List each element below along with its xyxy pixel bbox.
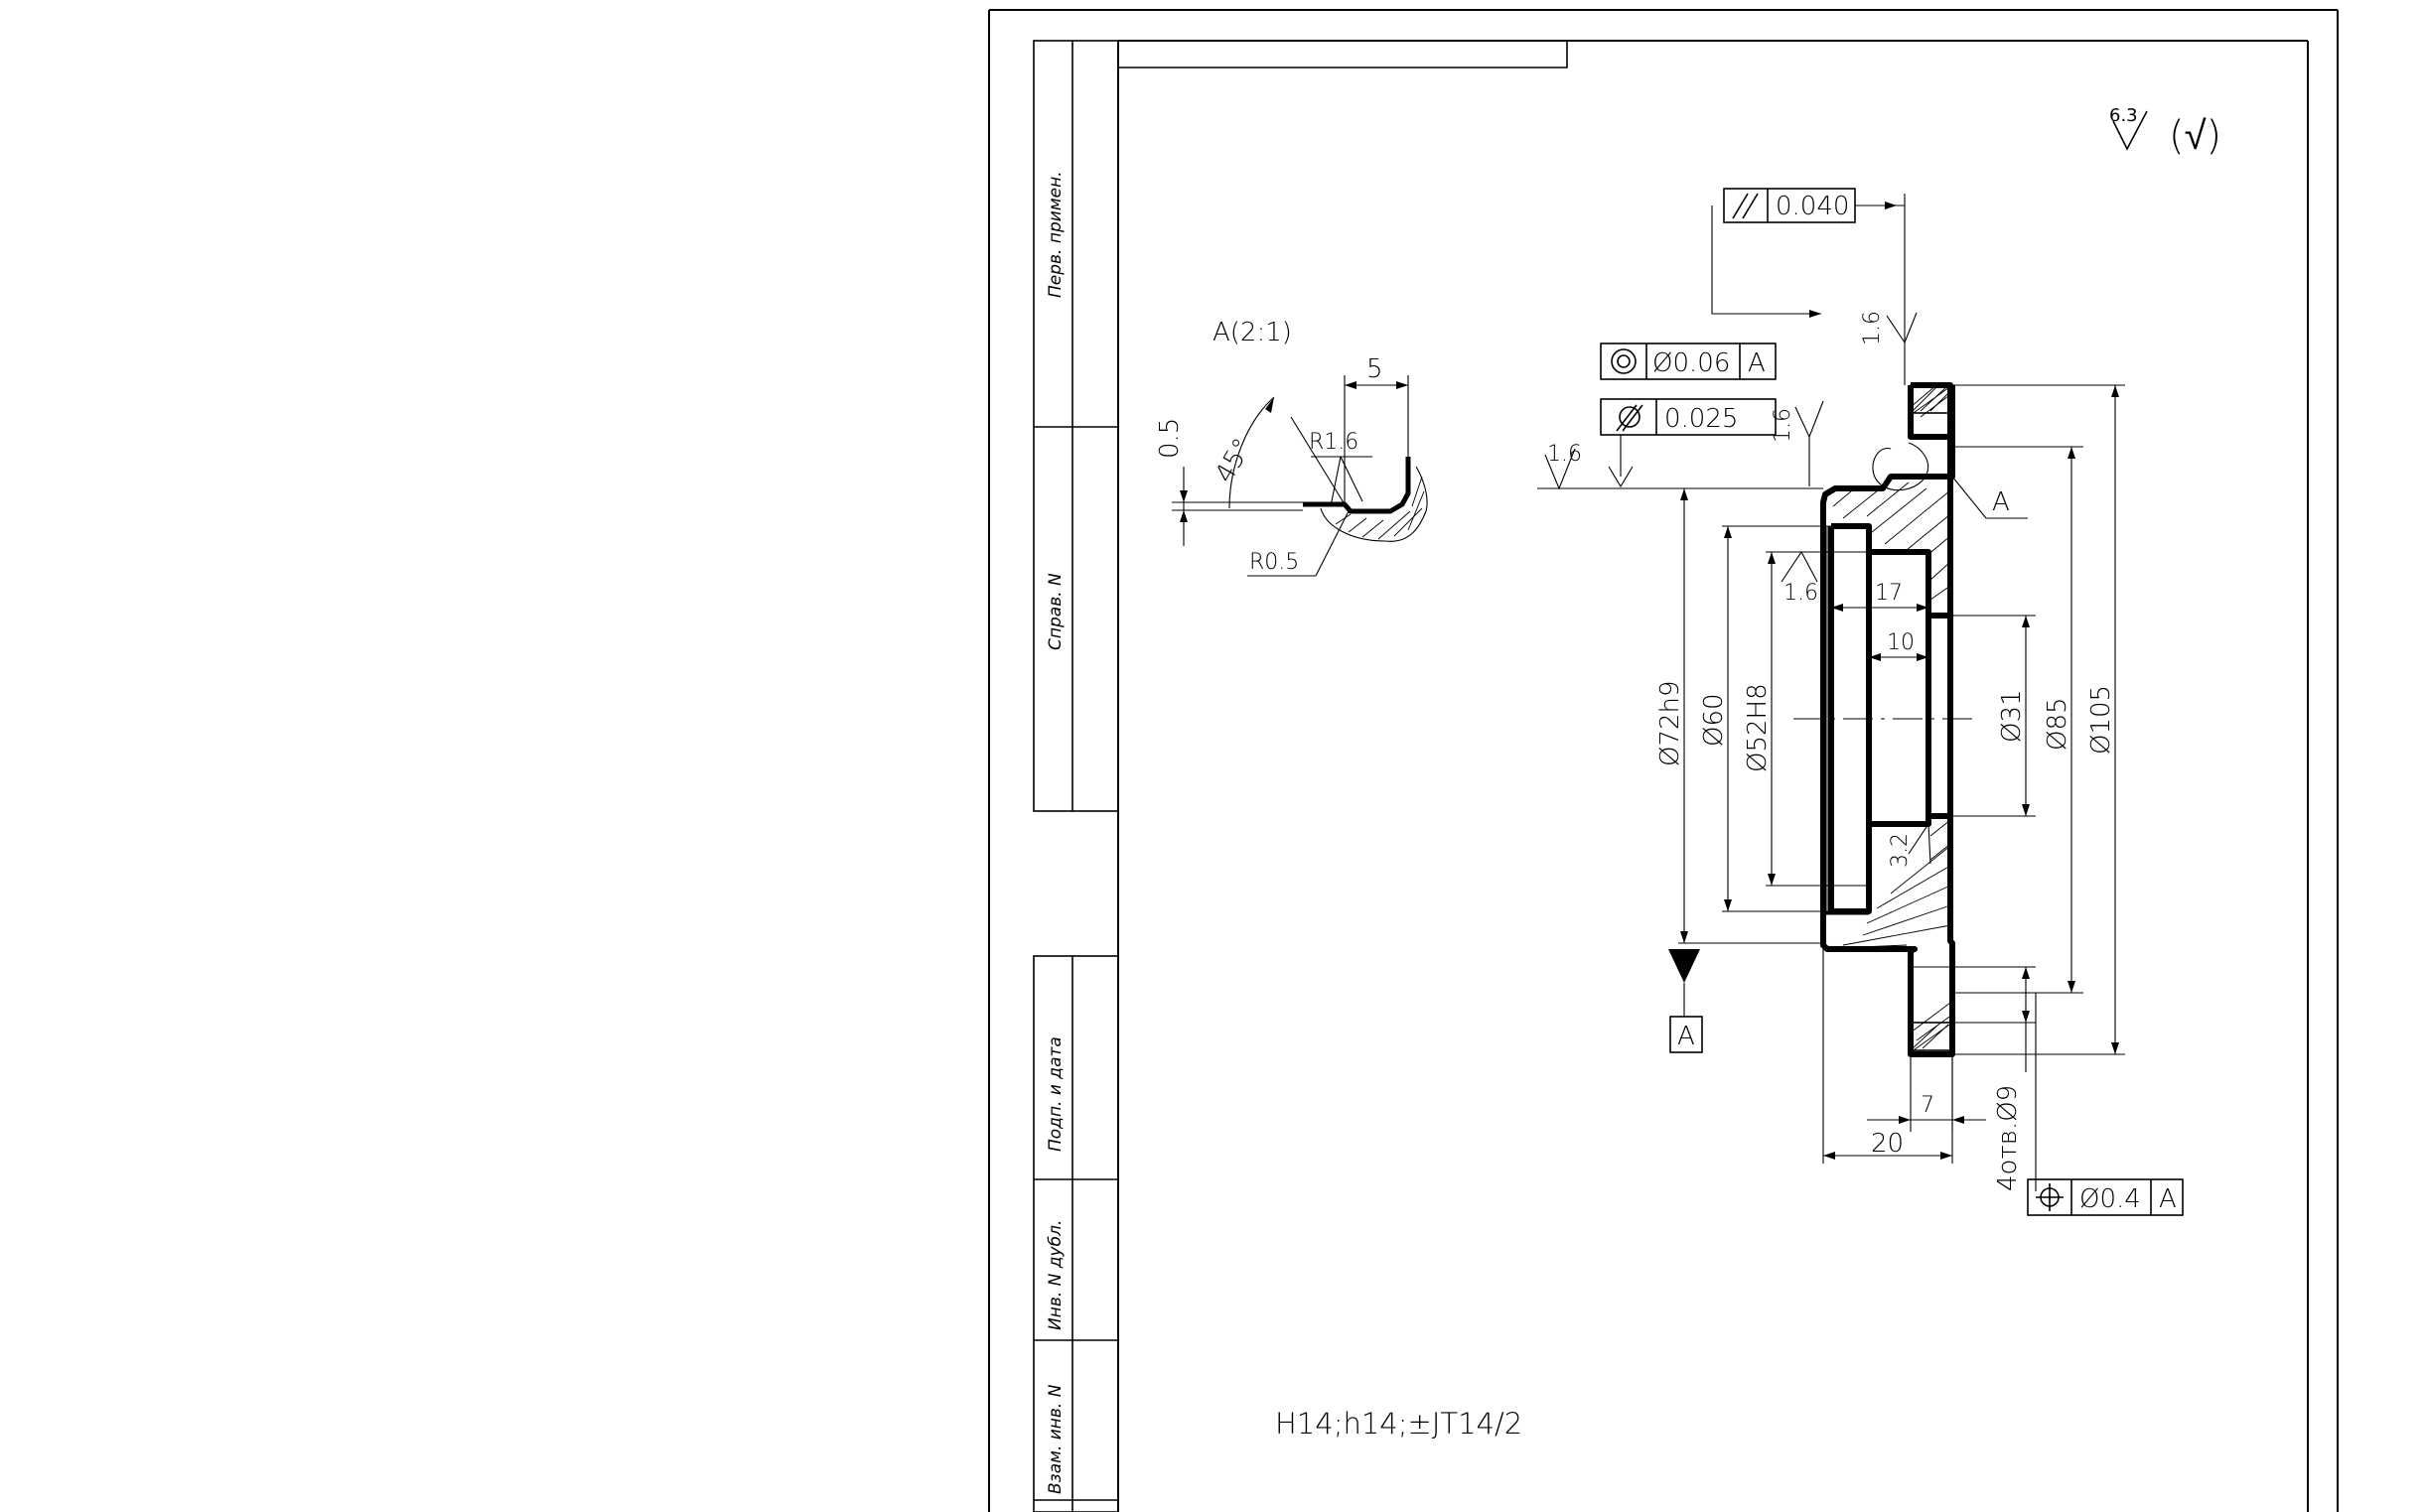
dim-d72h9: Ø72h9 [1655, 680, 1685, 766]
roughness-marks: 1.6 1.6 1.6 1.6 3.2 [1537, 311, 1931, 868]
parallelism-tolerance-frame: 0.040 [1711, 188, 1906, 343]
cylindricity-value: 0.025 [1664, 404, 1738, 434]
roughness-2: 1.6 [1547, 442, 1582, 467]
detail-dim-5: 5 [1366, 354, 1383, 384]
stamp-podp-i-data: Подп. и дата [1046, 1036, 1066, 1152]
cylindricity-tolerance-frame: 0.025 [1600, 398, 1777, 488]
tolerance-note: H14;h14;±JT14/2 [1275, 1407, 1522, 1441]
dim-d31: Ø31 [1997, 689, 2027, 743]
view-marker-label: A [1992, 487, 2010, 517]
detail-r16: R1.6 [1309, 430, 1358, 455]
general-roughness-paren: (√) [2169, 113, 2221, 159]
part-outline [1820, 382, 1955, 1057]
detail-r05: R0.5 [1249, 550, 1299, 575]
datum-a: A [1668, 949, 1703, 1053]
dim-len7: 7 [1921, 1093, 1934, 1118]
datum-a-label: A [1677, 1022, 1695, 1051]
section-hatching [1832, 384, 1953, 1053]
dimensions: Ø72h9 Ø60 Ø52H8 17 10 Ø31 [1655, 384, 2125, 1191]
general-roughness-symbol: 6.3 (√) [2109, 105, 2221, 159]
dim-d60: Ø60 [1699, 693, 1729, 747]
coaxiality-value: Ø0.06 [1652, 348, 1730, 378]
roughness-3: 1.6 [1771, 408, 1795, 443]
detail-title: A(2:1) [1212, 318, 1292, 347]
dim-len20: 20 [1871, 1129, 1904, 1159]
dim-d85: Ø85 [2043, 697, 2072, 751]
sheet-frame [988, 9, 2339, 1512]
position-value: Ø0.4 [2079, 1184, 2141, 1214]
dim-len10: 10 [1887, 630, 1915, 655]
roughness-1: 1.6 [1860, 311, 1885, 345]
dim-len17: 17 [1875, 581, 1903, 606]
coaxiality-tolerance-frame: Ø0.06 A [1600, 343, 1777, 380]
stamp-sprav-n: Справ. N [1046, 573, 1066, 650]
detail-view-a: A(2:1) 5 0.5 45° [1155, 318, 1428, 577]
general-roughness-value: 6.3 [2109, 105, 2138, 126]
detail-dim-05: 0.5 [1155, 418, 1185, 459]
roughness-5: 3.2 [1888, 833, 1913, 868]
dim-d105: Ø105 [2086, 685, 2116, 755]
part-section [1793, 382, 1976, 1057]
roughness-4: 1.6 [1783, 581, 1818, 606]
position-tolerance-frame: Ø0.4 A [2027, 1178, 2184, 1216]
stamp-inv-n-dubl: Инв. N дубл. [1046, 1220, 1066, 1330]
parallelism-value: 0.040 [1776, 192, 1849, 221]
view-marker-a: A [1951, 476, 2028, 519]
stamp-vzam-inv-n: Взам. инв. N [1046, 1384, 1066, 1494]
side-stamp: Перв. примен. Справ. N Подп. и дата Инв.… [1046, 171, 1066, 1494]
position-datum: A [2159, 1184, 2177, 1214]
dim-d52H8: Ø52H8 [1743, 683, 1773, 772]
stamp-perv-primen: Перв. примен. [1046, 171, 1066, 298]
dim-holes: 4отв.Ø9 [1993, 1085, 2023, 1191]
detail-angle: 45° [1210, 434, 1258, 488]
coaxiality-datum: A [1748, 348, 1766, 378]
